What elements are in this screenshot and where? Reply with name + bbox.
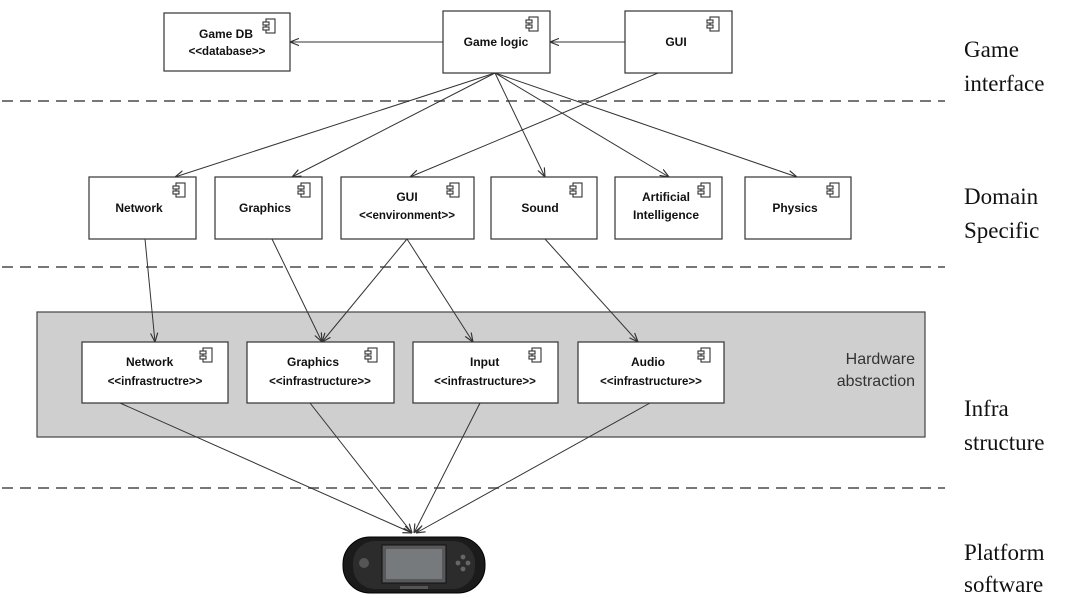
component-name: Input [470,355,499,369]
layer-label-line: Platform [964,540,1045,565]
edge-game-logic-to-ai [494,72,669,177]
component-network-infrastructure: Network <<infrastructre>> [81,341,229,404]
component-name: Graphics [239,201,291,215]
component-game-logic: Game logic [442,10,551,74]
edge-graphics-infra-to-device [309,402,412,533]
component-stereotype: <<database>> [189,46,266,58]
edge-network-infra-to-device [119,402,412,533]
component-name: Physics [772,201,818,215]
component-name: Sound [521,201,558,215]
edge-gui-env-to-graphics-infra [322,238,408,342]
layer-label-line: structure [964,430,1044,455]
component-stereotype: <<infrastructure>> [600,376,702,388]
component-physics: Physics [744,176,852,240]
edge-game-logic-to-network [175,72,496,177]
component-input-infrastructure: Input <<infrastructure>> [412,341,559,404]
component-name: Audio [631,355,665,369]
edge-sound-to-audio-infra [544,238,638,342]
component-sound: Sound [490,176,598,240]
layer-label-line: Specific [964,218,1039,243]
component-graphics: Graphics [214,176,323,240]
component-gui-environment: GUI <<environment>> [340,176,475,240]
layer-label-line: software [964,572,1043,597]
edge-audio-infra-to-device [416,402,651,533]
layer-label-game-interface: Game interface [964,37,1044,96]
component-name: GUI [665,35,686,49]
edge-input-infra-to-device [414,402,481,533]
dependency-edges [119,42,797,533]
component-name: GUI [396,190,417,204]
edge-gui-top-to-gui-env [410,72,659,177]
edge-game-logic-to-physics [494,72,797,177]
edge-graphics-to-graphics-infra [271,238,322,342]
component-gui: GUI [624,10,733,74]
component-stereotype: <<infrastructure>> [269,376,371,388]
component-name: Artificial [642,190,690,204]
layer-label-line: Domain [964,184,1039,209]
component-stereotype: <<infrastructure>> [434,376,536,388]
layer-label-line: Game [964,37,1019,62]
edge-game-logic-to-sound [494,72,545,177]
hardware-abstraction-label-line2: abstraction [837,373,915,390]
component-audio-infrastructure: Audio <<infrastructure>> [577,341,725,404]
component-name: Network [115,201,163,215]
component-stereotype: <<environment>> [359,210,455,222]
layer-label-platform-software: Platform software [964,540,1045,597]
layer-label-domain-specific: Domain Specific [964,184,1039,243]
component-stereotype: <<infrastructre>> [108,376,203,388]
edge-game-logic-to-graphics [292,72,496,177]
component-name-line2: Intelligence [633,208,699,222]
edge-network-to-network-infra [144,238,155,342]
component-name: Game DB [199,27,253,41]
component-network: Network [88,176,197,240]
handheld-console-icon [342,536,486,594]
edge-gui-env-to-input-infra [406,238,473,342]
component-name: Network [126,355,174,369]
layer-label-line: interface [964,71,1044,96]
layer-label-infrastructure: Infra structure [964,396,1044,455]
layer-label-line: Infra [964,396,1009,421]
hardware-abstraction-label-line1: Hardware [846,351,915,368]
component-artificial-intelligence: Artificial Intelligence [614,176,723,240]
component-game-db: Game DB <<database>> [163,12,291,72]
component-graphics-infrastructure: Graphics <<infrastructure>> [246,341,395,404]
component-name: Game logic [464,35,529,49]
component-name: Graphics [287,355,339,369]
